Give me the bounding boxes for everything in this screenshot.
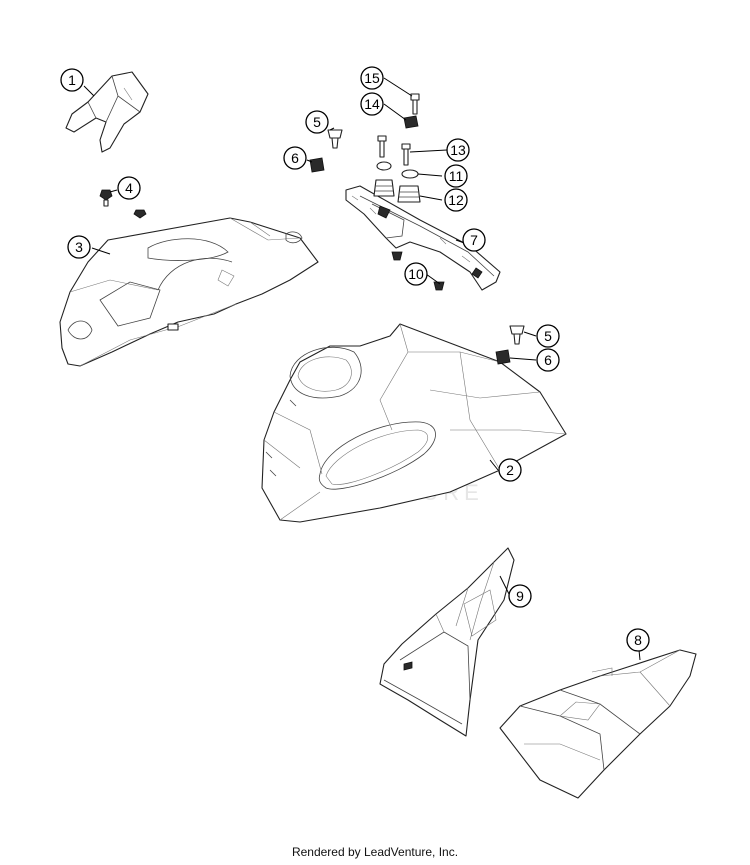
svg-text:12: 12 — [448, 192, 464, 208]
callout-1[interactable]: 1 — [60, 68, 84, 92]
callout-5-right[interactable]: 5 — [536, 324, 560, 348]
callout-7[interactable]: 7 — [462, 228, 486, 252]
svg-text:8: 8 — [634, 632, 642, 648]
callout-2[interactable]: 2 — [498, 458, 522, 482]
part-7-bracket[interactable] — [345, 185, 501, 291]
callout-6-upper[interactable]: 6 — [283, 146, 307, 170]
callout-3[interactable]: 3 — [67, 235, 91, 259]
callout-12[interactable]: 12 — [444, 188, 468, 212]
callout-9[interactable]: 9 — [508, 584, 532, 608]
svg-text:3: 3 — [75, 239, 83, 255]
callout-4[interactable]: 4 — [117, 176, 141, 200]
part-8-lower-panel[interactable] — [499, 649, 697, 799]
callout-10[interactable]: 10 — [404, 262, 428, 286]
callout-8[interactable]: 8 — [626, 628, 650, 652]
part-5-6-clips-upper[interactable] — [309, 129, 343, 173]
callout-15[interactable]: 15 — [360, 66, 384, 90]
svg-text:9: 9 — [516, 588, 524, 604]
part-1-headlight-cover[interactable] — [65, 71, 149, 153]
part-11-15-hardware[interactable] — [373, 93, 421, 203]
svg-text:5: 5 — [313, 114, 321, 130]
part-4-screws[interactable] — [99, 189, 147, 219]
svg-text:15: 15 — [364, 70, 380, 86]
svg-text:4: 4 — [125, 180, 133, 196]
part-3-front-fairing[interactable] — [59, 217, 319, 367]
svg-text:5: 5 — [544, 328, 552, 344]
svg-text:13: 13 — [450, 142, 466, 158]
svg-text:10: 10 — [408, 266, 424, 282]
part-5-6-clips-right[interactable] — [495, 325, 525, 365]
svg-text:14: 14 — [364, 96, 380, 112]
callout-6-right[interactable]: 6 — [536, 348, 560, 372]
svg-text:11: 11 — [449, 168, 464, 184]
callout-14[interactable]: 14 — [360, 92, 384, 116]
callout-5-upper[interactable]: 5 — [305, 110, 329, 134]
svg-text:6: 6 — [544, 352, 552, 368]
footer-credit: Rendered by LeadVenture, Inc. — [291, 845, 459, 859]
part-10-screws[interactable] — [391, 251, 445, 291]
svg-text:6: 6 — [291, 150, 299, 166]
part-2-side-fairing[interactable] — [261, 323, 567, 523]
callout-11[interactable]: 11 — [444, 164, 468, 188]
svg-text:2: 2 — [506, 462, 514, 478]
leader-lines — [83, 77, 641, 661]
callout-13[interactable]: 13 — [446, 138, 470, 162]
svg-text:1: 1 — [68, 72, 76, 88]
part-9-side-panel[interactable] — [379, 547, 515, 737]
svg-text:7: 7 — [470, 232, 478, 248]
